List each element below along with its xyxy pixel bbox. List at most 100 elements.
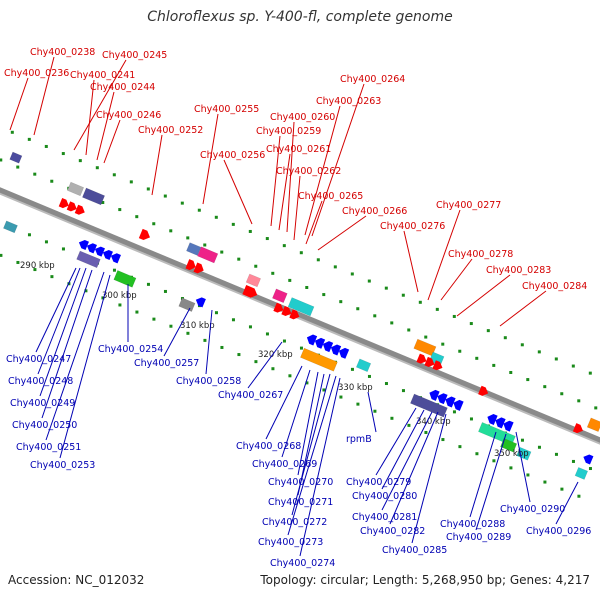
scale-tick-label: 300 kbp [102,291,137,301]
reverse-leader-line [205,309,213,375]
track-dot [571,459,575,463]
track-dot [169,229,173,233]
track-dot [526,473,530,477]
reverse-gene-label: Chy400_0272 [262,517,327,528]
reverse-gene-label: Chy400_0268 [236,441,301,452]
track-dot [452,314,456,318]
track-dot [350,367,354,371]
forward-leader-line [73,59,127,151]
reverse-gene-arrow [195,297,206,308]
forward-gene-label: Chy400_0263 [316,96,381,107]
reverse-gene-label: rpmB [346,434,372,445]
track-dot [163,194,167,198]
reverse-leader-line [37,267,81,375]
track-dot [339,300,343,304]
track-dot [554,452,558,456]
forward-gene-arrow [185,259,196,271]
track-dot [367,374,371,378]
forward-gene-label: Chy400_0261 [266,144,331,155]
track-dot [424,335,428,339]
track-dot [197,208,201,212]
reverse-gene-label: Chy400_0274 [270,558,335,569]
track-dot [95,166,99,170]
track-dot [152,222,156,226]
track-dot [588,467,592,471]
reverse-leader-line [35,267,77,353]
forward-leader-line [9,77,29,131]
track-dot [367,279,371,283]
reverse-gene-arrow [94,246,105,257]
reverse-gene-label: Chy400_0288 [440,519,505,530]
reverse-gene-block [574,467,589,480]
reverse-leader-line [281,369,311,458]
track-dot [390,321,394,325]
reverse-gene-label: Chy400_0296 [526,526,591,537]
reverse-gene-arrow [445,396,456,408]
forward-gene-arrow [289,309,300,320]
track-dot [526,378,530,382]
forward-gene-label: Chy400_0266 [342,206,407,217]
track-dot [509,466,513,470]
forward-leader-line [304,105,341,236]
forward-gene-block [67,181,85,197]
track-dot [0,253,3,257]
track-dot [288,374,292,378]
track-dot [288,278,292,282]
track-dot [435,307,439,311]
track-dot [146,187,150,191]
track-dot [61,247,65,251]
track-dot [203,338,207,342]
reverse-gene-arrow [495,417,506,429]
track-dot [146,282,150,286]
forward-leader-line [403,230,419,293]
forward-gene-arrow [432,360,443,371]
forward-leader-line [103,119,121,164]
track-dot [231,318,235,322]
track-dot [78,159,82,163]
topology-summary: Topology: circular; Length: 5,268,950 bp… [260,573,590,587]
forward-gene-arrow [572,423,583,434]
reverse-leader-line [475,433,507,531]
track-dot [271,271,275,275]
track-dot [543,480,547,484]
track-dot [186,236,190,240]
reverse-leader-line [297,371,319,476]
reverse-gene-label: Chy400_0280 [352,491,417,502]
track-dot [16,165,20,169]
track-dot [101,200,105,204]
reverse-gene-block [113,270,137,288]
track-dot [571,364,575,368]
track-dot [50,275,54,279]
reverse-gene-label: Chy400_0249 [10,398,75,409]
forward-gene-label: Chy400_0256 [200,150,265,161]
track-dot [503,336,507,340]
forward-leader-line [96,91,115,161]
forward-leader-line [499,290,547,327]
reverse-gene-label: Chy400_0289 [446,532,511,543]
track-dot [220,345,224,349]
track-dot [237,257,241,261]
reverse-leader-line [247,341,283,389]
scale-tick-label: 310 kbp [180,321,215,331]
reverse-gene-block [76,250,101,269]
track-dot [316,258,320,262]
forward-leader-line [305,200,323,245]
reverse-gene-arrow [330,344,342,356]
track-dot [401,293,405,297]
reverse-gene-arrow [110,253,121,264]
reverse-gene-label: Chy400_0254 [98,344,163,355]
track-dot [112,173,116,177]
track-dot [373,409,377,413]
reverse-gene-block [3,220,18,234]
track-dot [10,130,14,134]
reverse-leader-line [287,375,337,536]
track-dot [27,137,31,141]
reverse-gene-label: Chy400_0248 [8,376,73,387]
reverse-gene-block [410,393,448,418]
track-dot [33,172,37,176]
forward-gene-label: Chy400_0255 [194,104,259,115]
track-dot [180,201,184,205]
forward-gene-label: Chy400_0283 [486,265,551,276]
